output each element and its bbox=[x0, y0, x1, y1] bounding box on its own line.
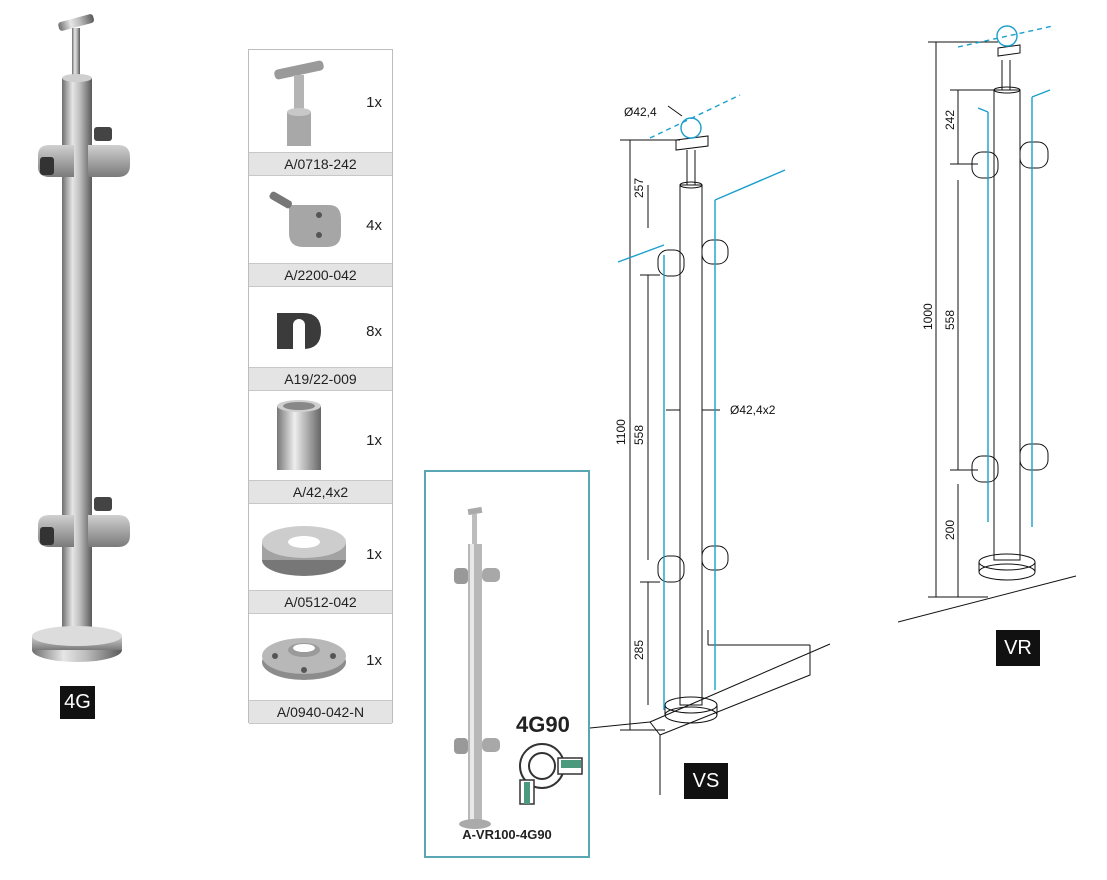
tube-icon bbox=[277, 400, 321, 470]
product-label-4g: 4G bbox=[60, 686, 95, 719]
part-code: A/0512-042 bbox=[249, 590, 392, 614]
vr-technical-drawing: 1000 242 558 200 bbox=[898, 25, 1077, 623]
variant-type-label: 4G90 bbox=[516, 712, 570, 737]
part-item: 1x A/0940-042-N bbox=[249, 612, 392, 724]
part-item: 1x A/0512-042 bbox=[249, 502, 392, 614]
product-label-vr: VR bbox=[996, 630, 1040, 666]
dim-top-diameter: Ø42,4 bbox=[624, 105, 657, 119]
part-qty: 1x bbox=[366, 546, 382, 563]
dim-bottom: 285 bbox=[632, 640, 646, 660]
part-item: 4x A/2200-042 bbox=[249, 175, 392, 287]
dim-total: 1100 bbox=[614, 419, 628, 445]
part-qty: 8x bbox=[366, 323, 382, 340]
dim-top: 242 bbox=[943, 110, 957, 130]
handrail-saddle-icon bbox=[274, 60, 324, 146]
dim-top: 257 bbox=[632, 178, 646, 198]
vs-technical-drawing: Ø42,4 Ø42,4x2 1100 257 558 285 bbox=[590, 94, 831, 795]
vr-label-text: VR bbox=[1004, 636, 1032, 659]
cover-ring-icon bbox=[262, 526, 346, 576]
rubber-pad-icon bbox=[277, 313, 321, 349]
variant-inset-4g90: 4G90 A-VR100-4G90 bbox=[424, 470, 590, 858]
dim-total: 1000 bbox=[921, 303, 935, 330]
glass-clamp-icon bbox=[269, 191, 341, 247]
part-qty: 1x bbox=[366, 652, 382, 669]
product-label-text: 4G bbox=[64, 691, 91, 713]
product-label-vs: VS bbox=[684, 763, 728, 799]
post-4g90-photo bbox=[454, 506, 500, 829]
part-code: A/0940-042-N bbox=[249, 700, 392, 724]
part-item: 1x A/42,4x2 bbox=[249, 390, 392, 504]
part-qty: 4x bbox=[366, 217, 382, 234]
part-code: A/42,4x2 bbox=[249, 480, 392, 504]
part-code: A/0718-242 bbox=[249, 152, 392, 176]
corner-90-schematic-icon bbox=[519, 743, 583, 805]
dim-mid: 558 bbox=[632, 425, 646, 445]
variant-product-code: A-VR100-4G90 bbox=[462, 827, 552, 842]
base-flange-icon bbox=[262, 638, 346, 680]
parts-list: 1x A/0718-242 4x A/2200-042 8x A19/22-00… bbox=[248, 49, 393, 724]
post-4g-photo bbox=[32, 14, 130, 662]
dim-tube: Ø42,4x2 bbox=[730, 403, 776, 417]
vs-label-text: VS bbox=[692, 769, 720, 792]
part-item: 1x A/0718-242 bbox=[249, 50, 392, 176]
part-qty: 1x bbox=[366, 94, 382, 111]
part-code: A/2200-042 bbox=[249, 263, 392, 287]
part-item: 8x A19/22-009 bbox=[249, 285, 392, 391]
part-qty: 1x bbox=[366, 432, 382, 449]
dim-mid: 558 bbox=[943, 310, 957, 330]
dim-bottom: 200 bbox=[943, 520, 957, 540]
part-code: A19/22-009 bbox=[249, 367, 392, 391]
